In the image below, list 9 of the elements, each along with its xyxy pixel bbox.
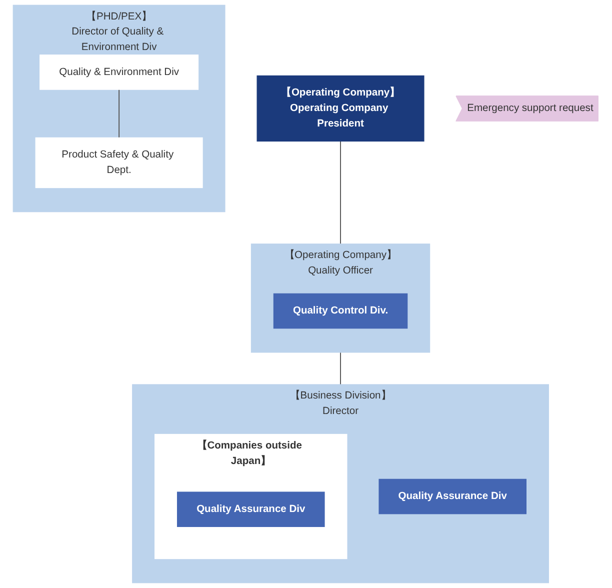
connector bbox=[118, 89, 120, 138]
connector bbox=[340, 140, 342, 244]
node-box: Quality Assurance Div bbox=[177, 492, 326, 527]
connector bbox=[340, 352, 342, 385]
node-box: Quality Assurance Div bbox=[379, 478, 527, 514]
node-box: 【Operating Company】 Operating Company President bbox=[257, 75, 425, 142]
node-box: Product Safety & Quality Dept. bbox=[36, 137, 204, 188]
node-box: Quality & Environment Div bbox=[40, 54, 199, 90]
node-box: Quality Control Div. bbox=[274, 293, 408, 329]
